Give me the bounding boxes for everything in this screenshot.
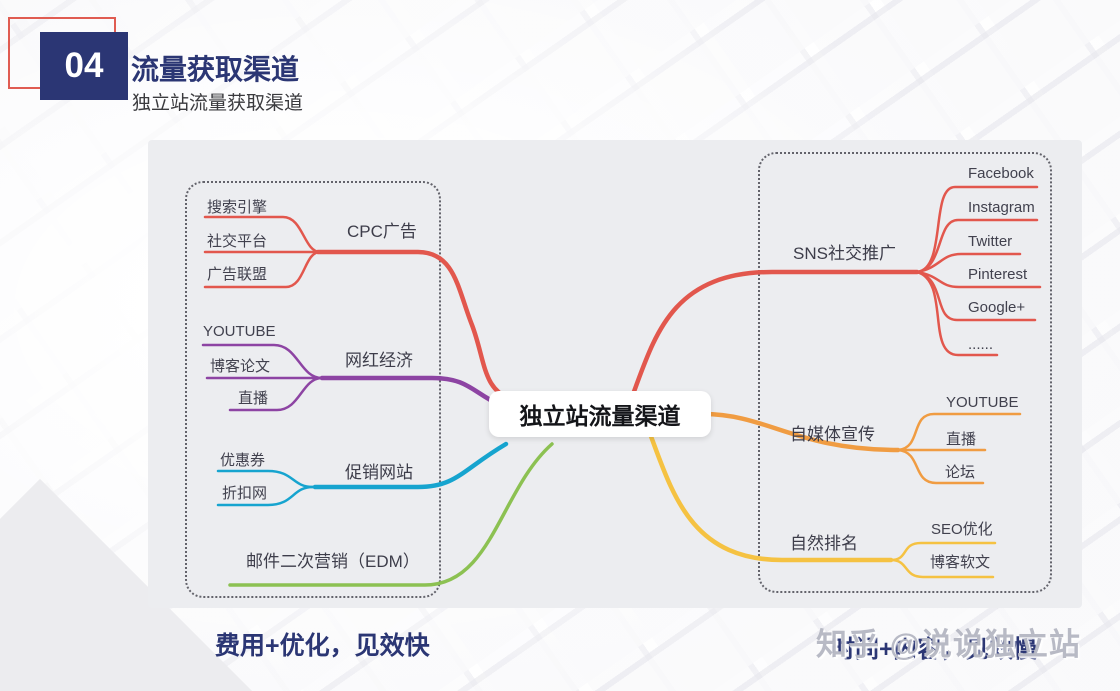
right-group-border <box>758 152 1052 593</box>
child-label: Twitter <box>968 233 1013 250</box>
child-label: 博客软文 <box>930 554 991 571</box>
child-label: 博客论文 <box>210 358 271 375</box>
organic-branch-lines <box>646 428 997 579</box>
child-label: Facebook <box>968 165 1034 182</box>
child-label: YOUTUBE <box>203 323 276 340</box>
child-label: 搜索引擎 <box>207 199 268 216</box>
footer-note-left: 费用+优化，见效快 <box>215 632 430 660</box>
branch-label-cpc: CPC广告 <box>347 222 417 241</box>
child-label: Pinterest <box>968 266 1028 283</box>
cpc-branch-lines <box>203 215 519 404</box>
child-label: 广告联盟 <box>207 266 268 283</box>
child-label: 直播 <box>238 390 269 407</box>
child-label: 社交平台 <box>207 233 268 250</box>
page-subtitle: 独立站流量获取渠道 <box>132 93 304 114</box>
section-number-badge: 04 <box>40 32 128 100</box>
promo-branch-lines <box>216 441 509 507</box>
edm-branch-lines <box>228 442 554 587</box>
branch-label-sns: SNS社交推广 <box>793 244 896 263</box>
selfmedia-branch-lines <box>700 411 1022 485</box>
left-group-border <box>185 181 441 598</box>
child-label: 论坛 <box>945 464 976 481</box>
child-label: ...... <box>968 336 994 353</box>
child-label: Google+ <box>968 299 1026 316</box>
central-topic: 独立站流量渠道 <box>489 391 711 437</box>
child-label: 折扣网 <box>222 485 268 502</box>
sns-branch-lines <box>629 185 1042 400</box>
branch-label-edm: 邮件二次营销（EDM） <box>246 552 420 571</box>
branch-label-influencer: 网红经济 <box>345 351 413 370</box>
child-label: 优惠券 <box>220 452 266 469</box>
child-label: SEO优化 <box>931 521 993 538</box>
footer-note-right: 时间+内容，见效慢 <box>831 636 1038 663</box>
branch-label-organic: 自然排名 <box>790 534 858 553</box>
branch-label-selfmedia: 自媒体宣传 <box>790 425 875 444</box>
page-title: 流量获取渠道 <box>131 54 300 85</box>
child-label: 直播 <box>946 431 977 448</box>
zhihu-watermark: 知乎 @说说独立站 <box>816 627 1081 662</box>
mindmap-panel <box>148 140 1082 608</box>
child-label: YOUTUBE <box>946 394 1019 411</box>
child-label: Instagram <box>968 199 1035 216</box>
branch-label-promo: 促销网站 <box>345 463 413 482</box>
